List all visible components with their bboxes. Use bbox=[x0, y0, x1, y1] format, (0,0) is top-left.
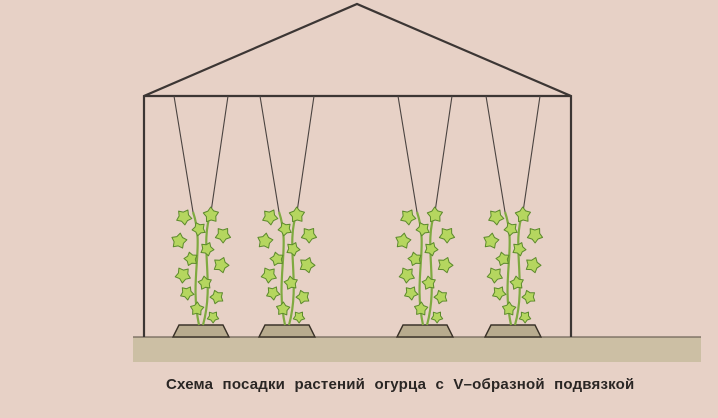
cucumber-leaf bbox=[202, 206, 219, 223]
cucumber-leaf bbox=[174, 267, 191, 284]
twine-string bbox=[522, 95, 541, 213]
cucumber-leaf bbox=[433, 289, 448, 305]
cucumber-leaf bbox=[414, 301, 429, 316]
twine-string bbox=[296, 95, 315, 213]
cucumber-leaf bbox=[214, 228, 232, 244]
cucumber-leaf bbox=[437, 257, 454, 274]
cucumber-leaf bbox=[521, 289, 536, 305]
cucumber-leaf bbox=[183, 251, 198, 266]
twine-string bbox=[397, 95, 418, 213]
cucumber-leaf bbox=[209, 289, 224, 305]
cucumber-leaf bbox=[292, 311, 306, 324]
cucumber-leaf bbox=[421, 275, 436, 290]
cucumber-leaf bbox=[486, 267, 503, 284]
twine-string bbox=[485, 95, 506, 213]
cucumber-leaf bbox=[407, 251, 422, 266]
cucumber-leaf bbox=[276, 301, 291, 316]
cucumber-plants bbox=[171, 206, 544, 338]
cucumber-leaf bbox=[257, 232, 274, 249]
cucumber-leaf bbox=[518, 311, 532, 324]
cucumber-leaf bbox=[171, 232, 188, 249]
cucumber-leaf bbox=[266, 286, 281, 301]
cucumber-plant bbox=[395, 206, 456, 338]
twine-string bbox=[259, 95, 280, 213]
twine-string bbox=[173, 95, 194, 213]
cucumber-leaf bbox=[426, 206, 443, 223]
cucumber-leaf bbox=[438, 228, 456, 244]
plant-stem bbox=[287, 211, 299, 326]
cucumber-leaf bbox=[191, 222, 206, 237]
cucumber-leaf bbox=[526, 228, 544, 244]
cucumber-leaf bbox=[495, 251, 510, 266]
cucumber-leaf bbox=[190, 301, 205, 316]
cucumber-leaf bbox=[430, 311, 444, 324]
diagram-caption: Схема посадки растений огурца с V–образн… bbox=[166, 376, 635, 393]
cucumber-plant bbox=[171, 206, 232, 338]
cucumber-leaf bbox=[404, 286, 419, 301]
cucumber-leaf bbox=[512, 242, 527, 257]
cucumber-leaf bbox=[488, 209, 505, 226]
cucumber-leaf bbox=[283, 275, 298, 290]
soil-mound bbox=[483, 324, 543, 338]
cucumber-leaf bbox=[299, 257, 316, 274]
cucumber-leaf bbox=[492, 286, 507, 301]
cucumber-leaf bbox=[288, 206, 305, 223]
cucumber-leaf bbox=[398, 267, 415, 284]
cucumber-leaf bbox=[200, 242, 215, 257]
cucumber-leaf bbox=[502, 301, 517, 316]
soil-mound bbox=[171, 324, 231, 338]
ground-soil bbox=[133, 337, 701, 362]
soil-mound bbox=[257, 324, 317, 338]
cucumber-leaf bbox=[503, 222, 518, 237]
twine-strings bbox=[173, 95, 541, 213]
cucumber-leaf bbox=[300, 228, 318, 244]
cucumber-leaf bbox=[295, 289, 310, 305]
plant-stem bbox=[513, 211, 525, 326]
cucumber-leaf bbox=[206, 311, 220, 324]
cucumber-leaf bbox=[514, 206, 531, 223]
cucumber-leaf bbox=[197, 275, 212, 290]
cucumber-leaf bbox=[509, 275, 524, 290]
cucumber-leaf bbox=[525, 257, 542, 274]
cucumber-leaf bbox=[269, 251, 284, 266]
cucumber-leaf bbox=[286, 242, 301, 257]
cucumber-plant bbox=[257, 206, 318, 338]
cucumber-leaf bbox=[415, 222, 430, 237]
cucumber-leaf bbox=[176, 209, 193, 226]
cucumber-leaf bbox=[277, 222, 292, 237]
cucumber-plant bbox=[483, 206, 544, 338]
cucumber-leaf bbox=[395, 232, 412, 249]
twine-string bbox=[210, 95, 229, 213]
cucumber-leaf bbox=[260, 267, 277, 284]
greenhouse-frame bbox=[142, 2, 573, 337]
cucumber-leaf bbox=[424, 242, 439, 257]
cucumber-leaf bbox=[262, 209, 279, 226]
cucumber-leaf bbox=[400, 209, 417, 226]
cucumber-leaf bbox=[483, 232, 500, 249]
cucumber-leaf bbox=[180, 286, 195, 301]
cucumber-leaf bbox=[213, 257, 230, 274]
twine-string bbox=[434, 95, 453, 213]
plant-stem bbox=[201, 211, 213, 326]
soil-mound bbox=[395, 324, 455, 338]
plant-stem bbox=[425, 211, 437, 326]
